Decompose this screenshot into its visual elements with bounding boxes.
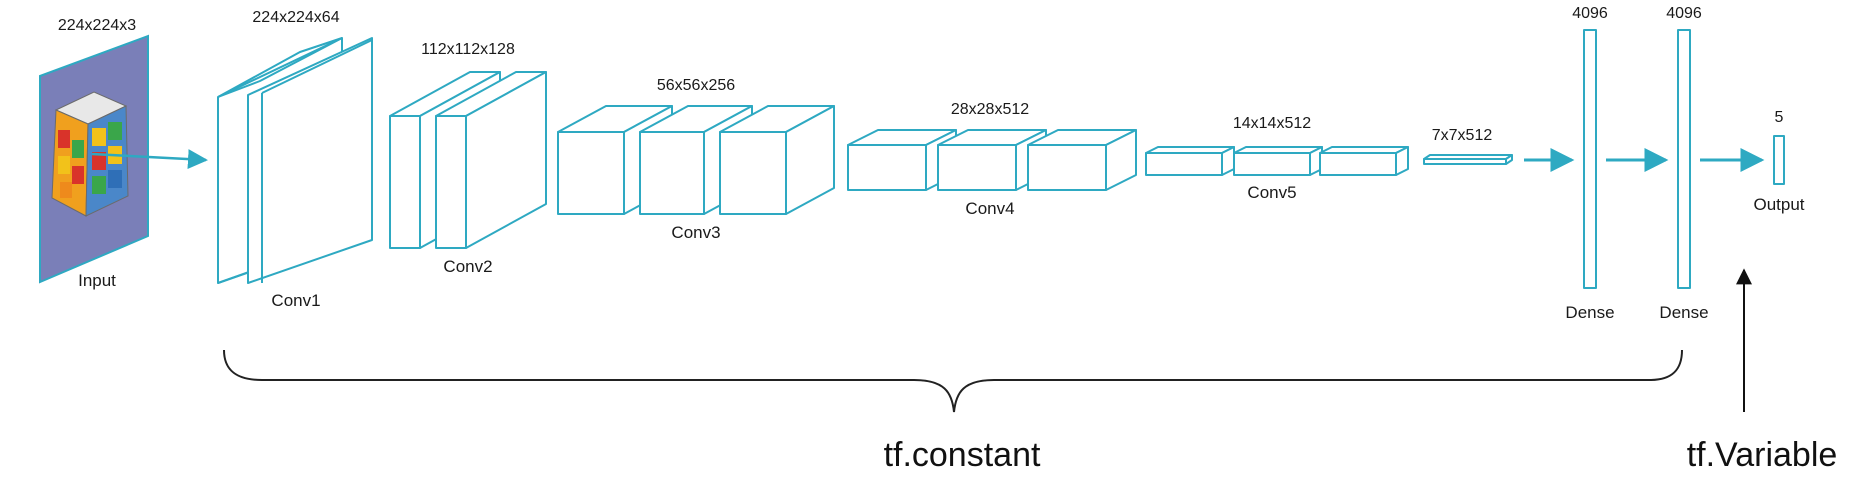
output-block <box>1773 135 1785 185</box>
conv1-block <box>217 37 373 284</box>
dense1-dims-label: 4096 <box>1572 5 1608 22</box>
output-label: Output <box>1753 195 1804 214</box>
tf-constant-label: tf.constant <box>884 436 1041 474</box>
conv2-block <box>389 71 547 249</box>
rubiks-cube-image <box>51 91 129 217</box>
input-label: Input <box>78 271 116 290</box>
input-image <box>39 34 208 284</box>
tf-constant-brace <box>223 349 1683 413</box>
conv2-label: Conv2 <box>443 257 492 276</box>
tf-variable-label: tf.Variable <box>1687 436 1838 474</box>
dense1-block <box>1583 29 1597 289</box>
conv2-dims-label: 112x112x128 <box>421 41 515 58</box>
conv5-label: Conv5 <box>1247 183 1296 202</box>
output-dims-label: 5 <box>1775 109 1784 126</box>
conv5-block <box>1145 146 1409 176</box>
conv4-label: Conv4 <box>965 199 1014 218</box>
input-dims-label: 224x224x3 <box>58 17 136 34</box>
conv4-block <box>847 129 1137 191</box>
dense2-block <box>1677 29 1691 289</box>
dense2-dims-label: 4096 <box>1666 5 1702 22</box>
pool5-block <box>1423 154 1513 165</box>
conv1-label: Conv1 <box>271 291 320 310</box>
conv3-dims-label: 56x56x256 <box>657 77 735 94</box>
dense1-label: Dense <box>1565 303 1614 322</box>
dense2-label: Dense <box>1659 303 1708 322</box>
conv4-dims-label: 28x28x512 <box>951 101 1029 118</box>
pool5-dims-label: 7x7x512 <box>1432 127 1493 144</box>
conv3-label: Conv3 <box>671 223 720 242</box>
conv1-dims-label: 224x224x64 <box>252 9 339 26</box>
conv3-block <box>557 105 835 215</box>
conv5-dims-label: 14x14x512 <box>1233 115 1311 132</box>
